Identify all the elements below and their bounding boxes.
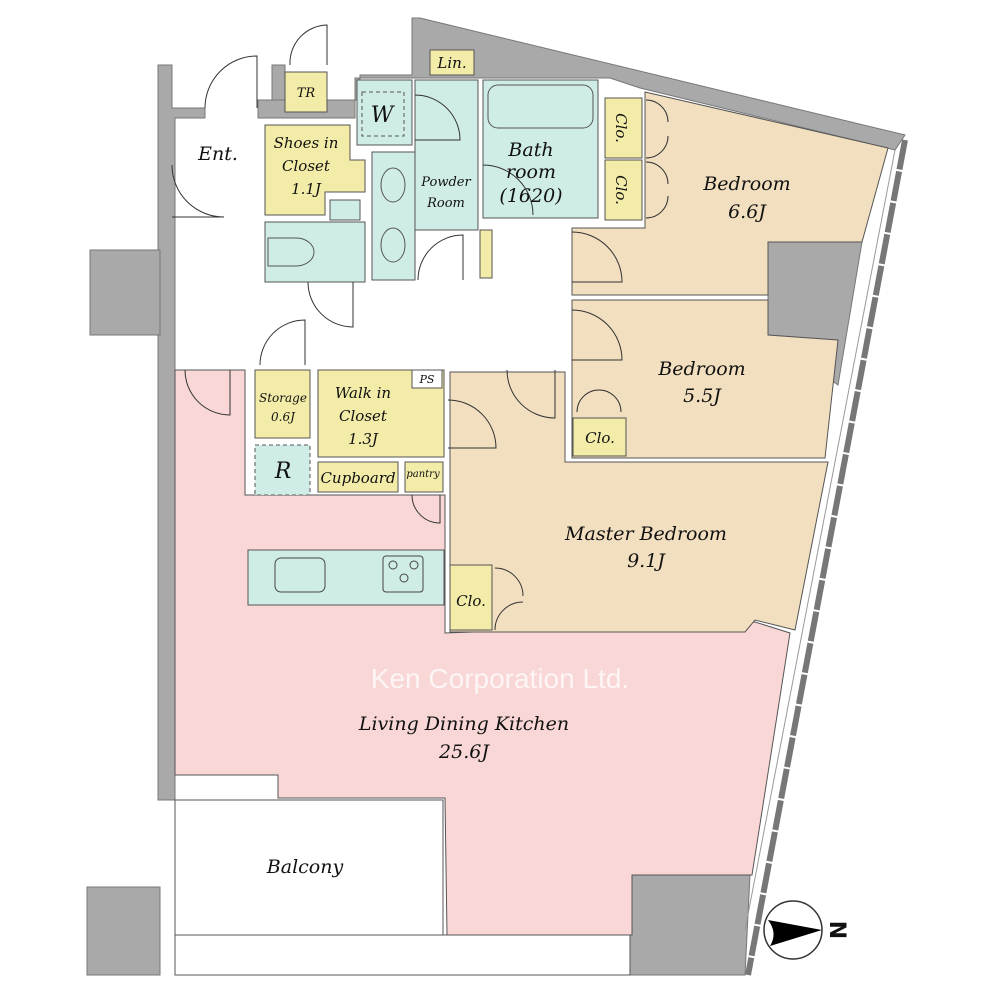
doors xyxy=(171,24,669,631)
stove-icon xyxy=(382,555,424,593)
label-closet-3: Clo. xyxy=(585,429,615,447)
label-entrance: Ent. xyxy=(197,143,238,165)
bedroom-2-room xyxy=(571,299,839,459)
storage-areas xyxy=(254,49,643,631)
bedroom-1-room xyxy=(571,91,889,296)
label-powder-room-2: Room xyxy=(426,196,465,211)
watermark: Ken Corporation Ltd. xyxy=(371,663,629,694)
label-storage-area: 0.6J xyxy=(271,410,296,424)
label-master-bedroom-area: 9.1J xyxy=(627,550,666,572)
label-linen: Lin. xyxy=(436,54,466,72)
fridge-space xyxy=(254,444,311,496)
balcony-area xyxy=(174,799,444,936)
label-ldk: Living Dining Kitchen xyxy=(358,713,569,735)
north-compass: N xyxy=(763,900,849,960)
label-storage: Storage xyxy=(259,391,307,405)
label-tr: TR xyxy=(297,86,316,101)
label-bedroom-1-area: 6.6J xyxy=(728,201,767,223)
label-powder-room: Powder xyxy=(420,175,471,190)
label-shoes-closet: Shoes in xyxy=(274,134,339,152)
sink-icon xyxy=(274,557,326,593)
label-bedroom-2: Bedroom xyxy=(657,358,745,380)
north-arrow-icon xyxy=(768,920,822,946)
label-ps: PS xyxy=(419,373,435,386)
label-shoes-closet-2: Closet xyxy=(282,157,331,175)
label-closet-2: Clo. xyxy=(612,175,630,205)
label-walk-in-closet-2: Closet xyxy=(339,407,388,425)
label-bathroom-2: room xyxy=(506,161,556,183)
label-shoes-closet-area: 1.1J xyxy=(291,180,322,198)
ldk-room xyxy=(174,369,791,936)
balcony-railing xyxy=(174,934,631,976)
label-bathroom: Bath xyxy=(507,139,553,161)
walls xyxy=(86,17,908,976)
kitchen-counter xyxy=(247,549,445,606)
label-closet-4: Clo. xyxy=(456,592,486,610)
label-closet-1: Clo. xyxy=(612,113,630,143)
label-bathroom-size: (1620) xyxy=(499,185,562,207)
label-walk-in-closet-area: 1.3J xyxy=(348,430,379,448)
label-walk-in-closet: Walk in xyxy=(335,384,391,402)
label-washer: W xyxy=(371,103,396,128)
label-bedroom-1: Bedroom xyxy=(702,173,790,195)
label-bedroom-2-area: 5.5J xyxy=(683,385,722,407)
label-cupboard: Cupboard xyxy=(320,469,395,487)
label-ldk-area: 25.6J xyxy=(438,741,490,763)
label-master-bedroom: Master Bedroom xyxy=(564,523,727,545)
compass-north-label: N xyxy=(824,921,849,939)
master-bedroom-room xyxy=(449,371,829,633)
label-balcony: Balcony xyxy=(266,856,344,878)
wet-areas xyxy=(247,79,599,606)
label-pantry: pantry xyxy=(406,469,440,480)
label-refrigerator: R xyxy=(274,459,292,484)
